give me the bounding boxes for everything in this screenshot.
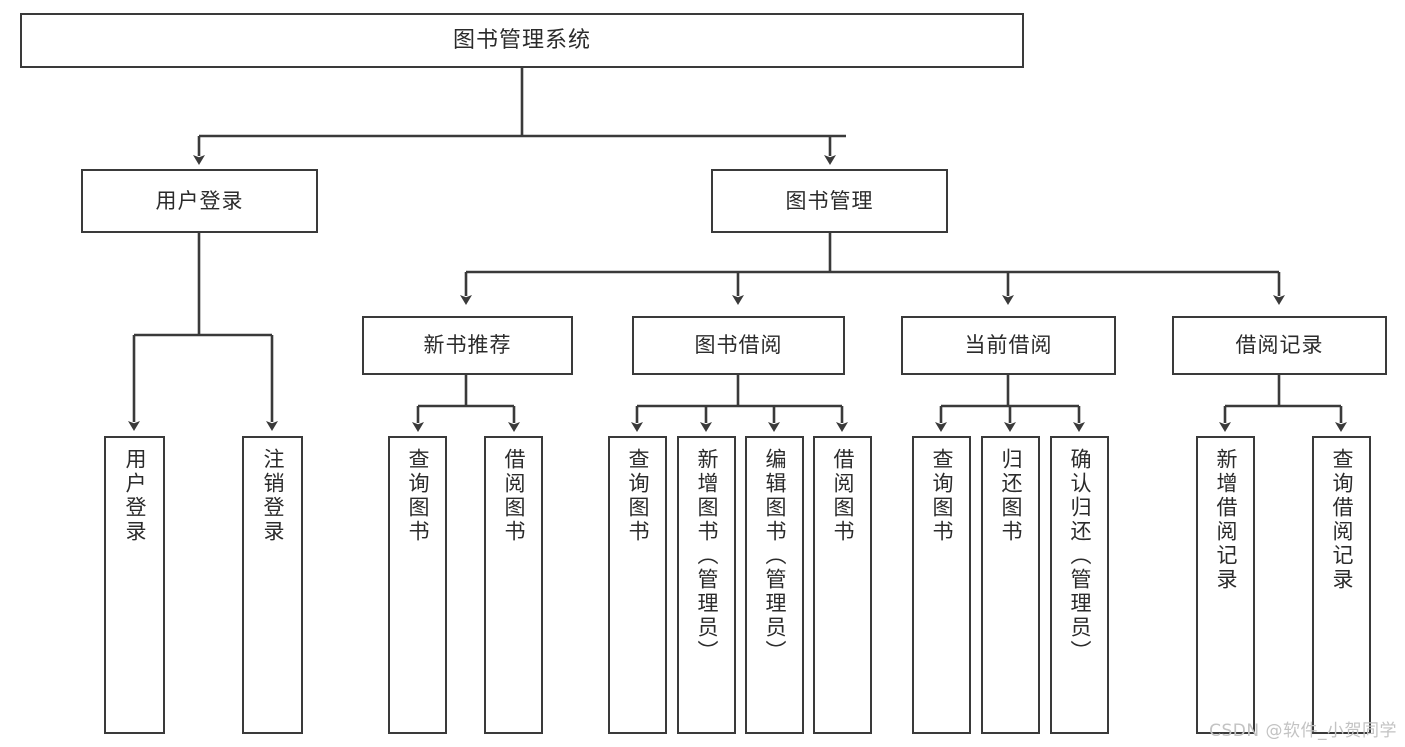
leaf-query-book-borrow-label: 查询图书 bbox=[626, 448, 650, 544]
leaf-borrow-book-label: 借阅图书 bbox=[831, 448, 855, 544]
node-root-label: 图书管理系统 bbox=[452, 27, 591, 53]
node-new-book-recommend-label: 新书推荐 bbox=[423, 333, 512, 358]
leaf-user-login[interactable]: 用户登录 bbox=[104, 436, 165, 734]
leaf-query-book-borrow[interactable]: 查询图书 bbox=[608, 436, 667, 734]
node-book-management[interactable]: 图书管理 bbox=[711, 169, 948, 233]
node-root[interactable]: 图书管理系统 bbox=[20, 13, 1024, 68]
leaf-query-book-newbook[interactable]: 查询图书 bbox=[388, 436, 447, 734]
node-new-book-recommend[interactable]: 新书推荐 bbox=[362, 316, 573, 375]
leaf-query-borrow-record[interactable]: 查询借阅记录 bbox=[1312, 436, 1371, 734]
leaf-borrow-book-newbook-label: 借阅图书 bbox=[502, 448, 526, 544]
leaf-query-book-newbook-label: 查询图书 bbox=[406, 448, 430, 544]
watermark: CSDN @软件_小贺同学 bbox=[1209, 721, 1397, 741]
leaf-logout-label: 注销登录 bbox=[261, 448, 285, 544]
node-current-borrow-label: 当前借阅 bbox=[964, 333, 1053, 358]
node-borrow-records[interactable]: 借阅记录 bbox=[1172, 316, 1387, 375]
leaf-add-book-admin[interactable]: 新增图书（管理员） bbox=[677, 436, 736, 734]
leaf-logout[interactable]: 注销登录 bbox=[242, 436, 303, 734]
leaf-edit-book-admin-label: 编辑图书（管理员） bbox=[763, 448, 787, 664]
leaf-return-book-label: 归还图书 bbox=[999, 448, 1023, 544]
leaf-query-book-current-label: 查询图书 bbox=[930, 448, 954, 544]
leaf-user-login-label: 用户登录 bbox=[123, 448, 147, 544]
node-borrow-records-label: 借阅记录 bbox=[1235, 333, 1324, 358]
leaf-query-book-current[interactable]: 查询图书 bbox=[912, 436, 971, 734]
leaf-add-borrow-record-label: 新增借阅记录 bbox=[1214, 448, 1238, 592]
leaf-borrow-book-newbook[interactable]: 借阅图书 bbox=[484, 436, 543, 734]
node-book-borrow-label: 图书借阅 bbox=[694, 333, 783, 358]
leaf-query-borrow-record-label: 查询借阅记录 bbox=[1330, 448, 1354, 592]
node-user-login-label: 用户登录 bbox=[155, 188, 244, 213]
node-user-login[interactable]: 用户登录 bbox=[81, 169, 318, 233]
node-current-borrow[interactable]: 当前借阅 bbox=[901, 316, 1116, 375]
leaf-confirm-return-admin-label: 确认归还（管理员） bbox=[1068, 448, 1092, 664]
node-book-borrow[interactable]: 图书借阅 bbox=[632, 316, 845, 375]
leaf-borrow-book[interactable]: 借阅图书 bbox=[813, 436, 872, 734]
leaf-edit-book-admin[interactable]: 编辑图书（管理员） bbox=[745, 436, 804, 734]
leaf-add-book-admin-label: 新增图书（管理员） bbox=[695, 448, 719, 664]
node-book-management-label: 图书管理 bbox=[785, 188, 874, 213]
leaf-confirm-return-admin[interactable]: 确认归还（管理员） bbox=[1050, 436, 1109, 734]
leaf-add-borrow-record[interactable]: 新增借阅记录 bbox=[1196, 436, 1255, 734]
leaf-return-book[interactable]: 归还图书 bbox=[981, 436, 1040, 734]
